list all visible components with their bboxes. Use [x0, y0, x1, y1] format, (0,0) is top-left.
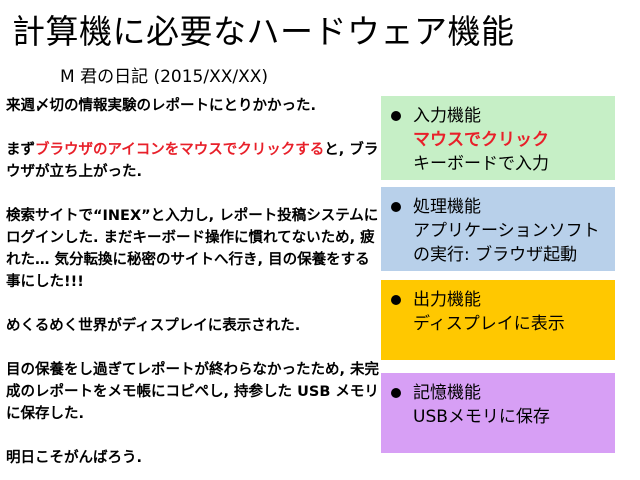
diary-paragraph-4: めくるめく世界がディスプレイに表示された. [6, 318, 301, 334]
storage-function-box: 記憶機能 USBメモリに保存 [381, 373, 615, 453]
page-title: 計算機に必要なハードウェア機能 [12, 12, 515, 51]
output-function-heading: 出力機能 [413, 290, 481, 310]
diary-text: 来週〆切の情報実験のレポートにとりかかった. まずブラウザのアイコンをマウスでク… [6, 95, 382, 469]
output-function-row: 出力機能 ディスプレイに表示 [391, 288, 615, 336]
input-function-box: 入力機能 マウスでクリック キーボードで入力 [381, 96, 615, 180]
output-function-text: 出力機能 ディスプレイに表示 [413, 288, 565, 336]
process-function-line1: アプリケーションソフト [413, 221, 600, 241]
diary-p2-after: と, ブラウザが立ち上がった. [6, 142, 379, 180]
output-function-box: 出力機能 ディスプレイに表示 [381, 280, 615, 360]
process-function-text: 処理機能 アプリケーションソフト の実行: ブラウザ起動 [413, 195, 600, 267]
output-function-line1: ディスプレイに表示 [413, 314, 565, 334]
diary-paragraph-1: 来週〆切の情報実験のレポートにとりかかった. [6, 98, 317, 114]
diary-paragraph-2: まずブラウザのアイコンをマウスでクリックすると, ブラウザが立ち上がった. [6, 139, 382, 183]
process-function-box: 処理機能 アプリケーションソフト の実行: ブラウザ起動 [381, 187, 615, 271]
bullet-icon [391, 388, 401, 398]
bullet-icon [391, 111, 401, 121]
input-function-mouse: マウスでクリック [413, 130, 549, 150]
diary-p2-before: まず [6, 142, 35, 158]
diary-paragraph-6: 明日こそがんばろう. [6, 450, 143, 466]
diary-paragraph-3: 検索サイトで“INEX”と入力し, レポート投稿システムにログインした. まだキ… [6, 208, 379, 290]
bullet-icon [391, 295, 401, 305]
storage-function-row: 記憶機能 USBメモリに保存 [391, 381, 615, 429]
input-function-text: 入力機能 マウスでクリック キーボードで入力 [413, 104, 549, 176]
storage-function-line1: USBメモリに保存 [413, 407, 550, 427]
diary-p2-highlight: ブラウザのアイコンをマウスでクリックする [35, 142, 325, 158]
storage-function-heading: 記憶機能 [413, 383, 481, 403]
input-function-row: 入力機能 マウスでクリック キーボードで入力 [391, 104, 615, 176]
storage-function-text: 記憶機能 USBメモリに保存 [413, 381, 550, 429]
process-function-line2: の実行: ブラウザ起動 [413, 245, 578, 265]
process-function-heading: 処理機能 [413, 197, 481, 217]
bullet-icon [391, 202, 401, 212]
diary-paragraph-5: 目の保養をし過ぎてレポートが終わらなかったため, 未完成のレポートをメモ帳にコピ… [6, 362, 380, 422]
process-function-row: 処理機能 アプリケーションソフト の実行: ブラウザ起動 [391, 195, 615, 267]
input-function-heading: 入力機能 [413, 106, 481, 126]
input-function-keyboard: キーボードで入力 [413, 154, 549, 174]
page-subtitle: M 君の日記 (2015/XX/XX) [60, 67, 269, 87]
